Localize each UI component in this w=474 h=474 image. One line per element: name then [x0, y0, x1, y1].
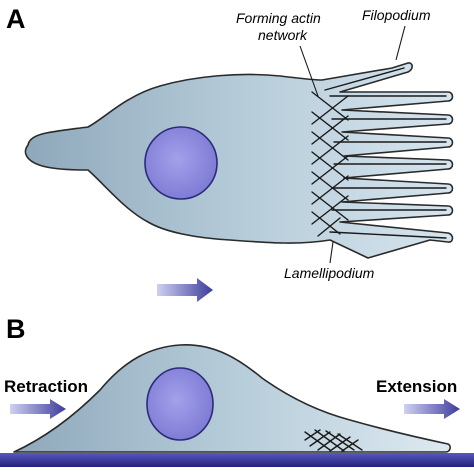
substrate	[0, 453, 474, 467]
forming-actin-label-line2: network	[258, 27, 308, 43]
filopodium-leader	[395, 25, 406, 61]
cell-body-side-view	[13, 344, 451, 453]
lamellipodium-label: Lamellipodium	[284, 265, 375, 281]
actin-network-side	[304, 429, 363, 452]
forming-actin-leader	[299, 45, 319, 97]
filopodium-label: Filopodium	[362, 7, 431, 23]
panel-b-letter: B	[6, 314, 26, 344]
retraction-label: Retraction	[4, 377, 88, 396]
panel-a: A	[6, 4, 454, 302]
actin-network	[311, 91, 349, 237]
lamellipodium-leader	[329, 241, 334, 264]
panel-b: B Retraction Extension	[0, 314, 474, 467]
migration-arrow-a	[157, 278, 213, 302]
extension-label: Extension	[376, 377, 457, 396]
panel-a-letter: A	[6, 4, 26, 34]
nucleus-side-view	[146, 367, 214, 441]
retraction-arrow	[10, 399, 66, 419]
filopodia-bundles	[324, 67, 447, 239]
forming-actin-label-line1: Forming actin	[236, 10, 321, 26]
cell-body-top-view	[24, 62, 454, 259]
nucleus-top-view	[144, 126, 218, 200]
extension-arrow	[404, 399, 460, 419]
